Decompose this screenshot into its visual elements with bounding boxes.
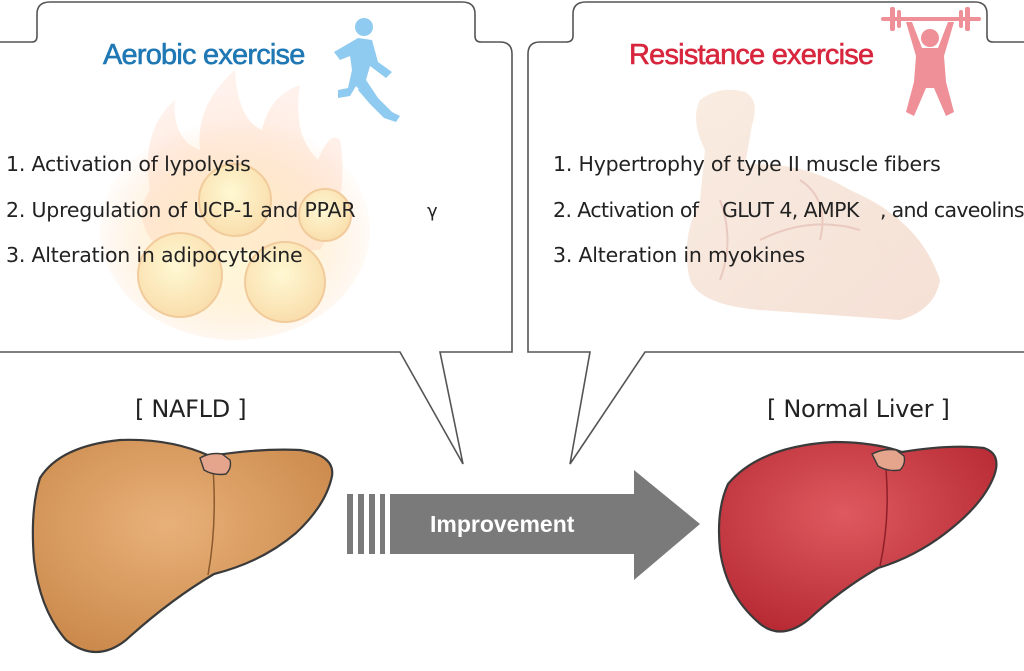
arrow-stripe-2 bbox=[358, 494, 364, 554]
fire-fat-illustration bbox=[100, 70, 370, 340]
improvement-label: Improvement bbox=[430, 511, 575, 537]
nafld-label: [ NAFLD ] bbox=[135, 395, 247, 423]
arrow-body bbox=[390, 470, 700, 580]
normal-liver-illustration bbox=[717, 440, 998, 633]
runner-icon bbox=[334, 18, 400, 122]
weightlifter-icon bbox=[881, 7, 981, 116]
aerobic-item-3: 3. Alteration in adipocytokine bbox=[6, 243, 303, 267]
resistance-item-2-targets: GLUT 4, AMPK bbox=[722, 198, 859, 222]
resistance-title: Resistance exercise bbox=[629, 39, 875, 72]
aerobic-title: Aerobic exercise bbox=[103, 39, 306, 72]
aerobic-item-2: 2. Upregulation of UCP-1 and PPAR bbox=[6, 198, 356, 222]
arrow-stripe-4 bbox=[380, 494, 385, 554]
resistance-item-2: 2. Activation of bbox=[553, 198, 699, 222]
resistance-item-1: 1. Hypertrophy of type II muscle fibers bbox=[553, 152, 941, 176]
flexed-arm-illustration bbox=[686, 89, 940, 320]
resistance-item-2-tail: , and caveolins bbox=[880, 198, 1024, 222]
aerobic-item-1: 1. Activation of lypolysis bbox=[6, 152, 251, 176]
arrow-stripe-3 bbox=[369, 494, 375, 554]
improvement-arrow[interactable] bbox=[347, 470, 700, 580]
nafld-liver-illustration bbox=[31, 438, 334, 653]
normal-liver-label: [ Normal Liver ] bbox=[767, 395, 950, 423]
resistance-item-3: 3. Alteration in myokines bbox=[553, 243, 805, 267]
arrow-stripe-1 bbox=[347, 494, 353, 554]
aerobic-gamma: γ bbox=[427, 201, 438, 222]
